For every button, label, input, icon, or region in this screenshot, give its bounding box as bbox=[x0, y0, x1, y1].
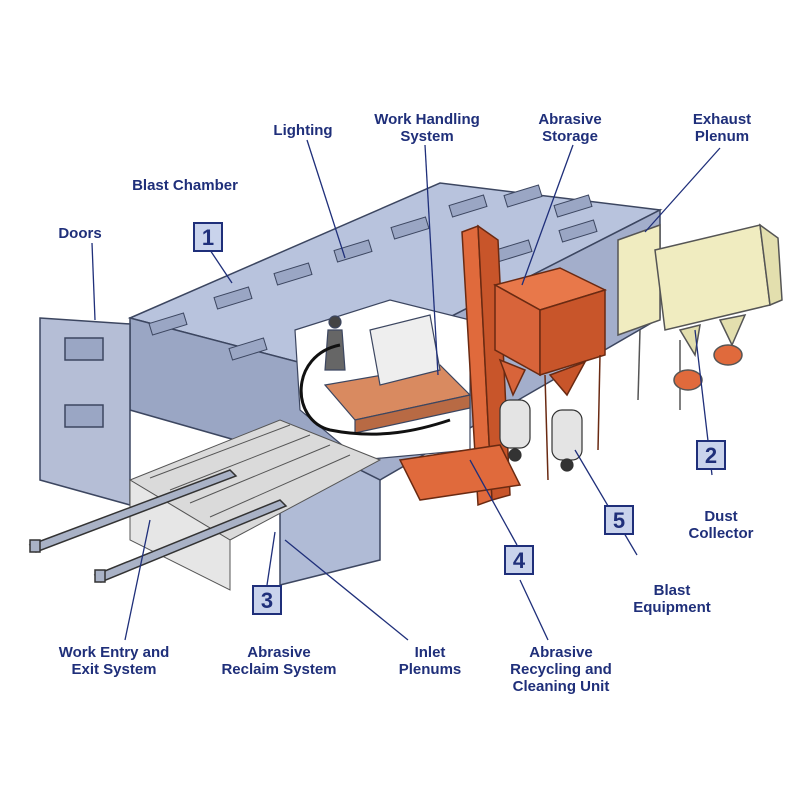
label-work-handling-system: Work Handling System bbox=[374, 111, 480, 145]
label-abrasive-recycling: Abrasive Recycling and Cleaning Unit bbox=[510, 644, 612, 695]
recycling-unit bbox=[398, 224, 522, 507]
abrasive-storage bbox=[493, 267, 608, 481]
badge-4: 4 bbox=[504, 545, 534, 575]
dust-collector-unit bbox=[617, 223, 783, 410]
label-dust-collector: Dust Collector bbox=[688, 508, 754, 542]
badge-3: 3 bbox=[252, 585, 282, 615]
label-lighting: Lighting bbox=[273, 122, 333, 139]
badge-2: 2 bbox=[696, 440, 726, 470]
label-work-entry-exit: Work Entry and Exit System bbox=[58, 644, 170, 678]
label-blast-chamber: Blast Chamber bbox=[132, 177, 238, 194]
badge-5: 5 bbox=[604, 505, 634, 535]
blast-equipment-pots bbox=[499, 399, 583, 472]
label-abrasive-storage: Abrasive Storage bbox=[538, 111, 602, 145]
badge-1: 1 bbox=[193, 222, 223, 252]
label-exhaust-plenum: Exhaust Plenum bbox=[692, 111, 752, 145]
label-abrasive-reclaim: Abrasive Reclaim System bbox=[221, 644, 337, 678]
label-inlet-plenums: Inlet Plenums bbox=[398, 644, 462, 678]
doors bbox=[39, 317, 131, 506]
label-blast-equipment: Blast Equipment bbox=[633, 582, 711, 616]
label-doors: Doors bbox=[58, 225, 102, 242]
interior-cutaway bbox=[294, 299, 472, 461]
entry-rails bbox=[28, 469, 288, 583]
